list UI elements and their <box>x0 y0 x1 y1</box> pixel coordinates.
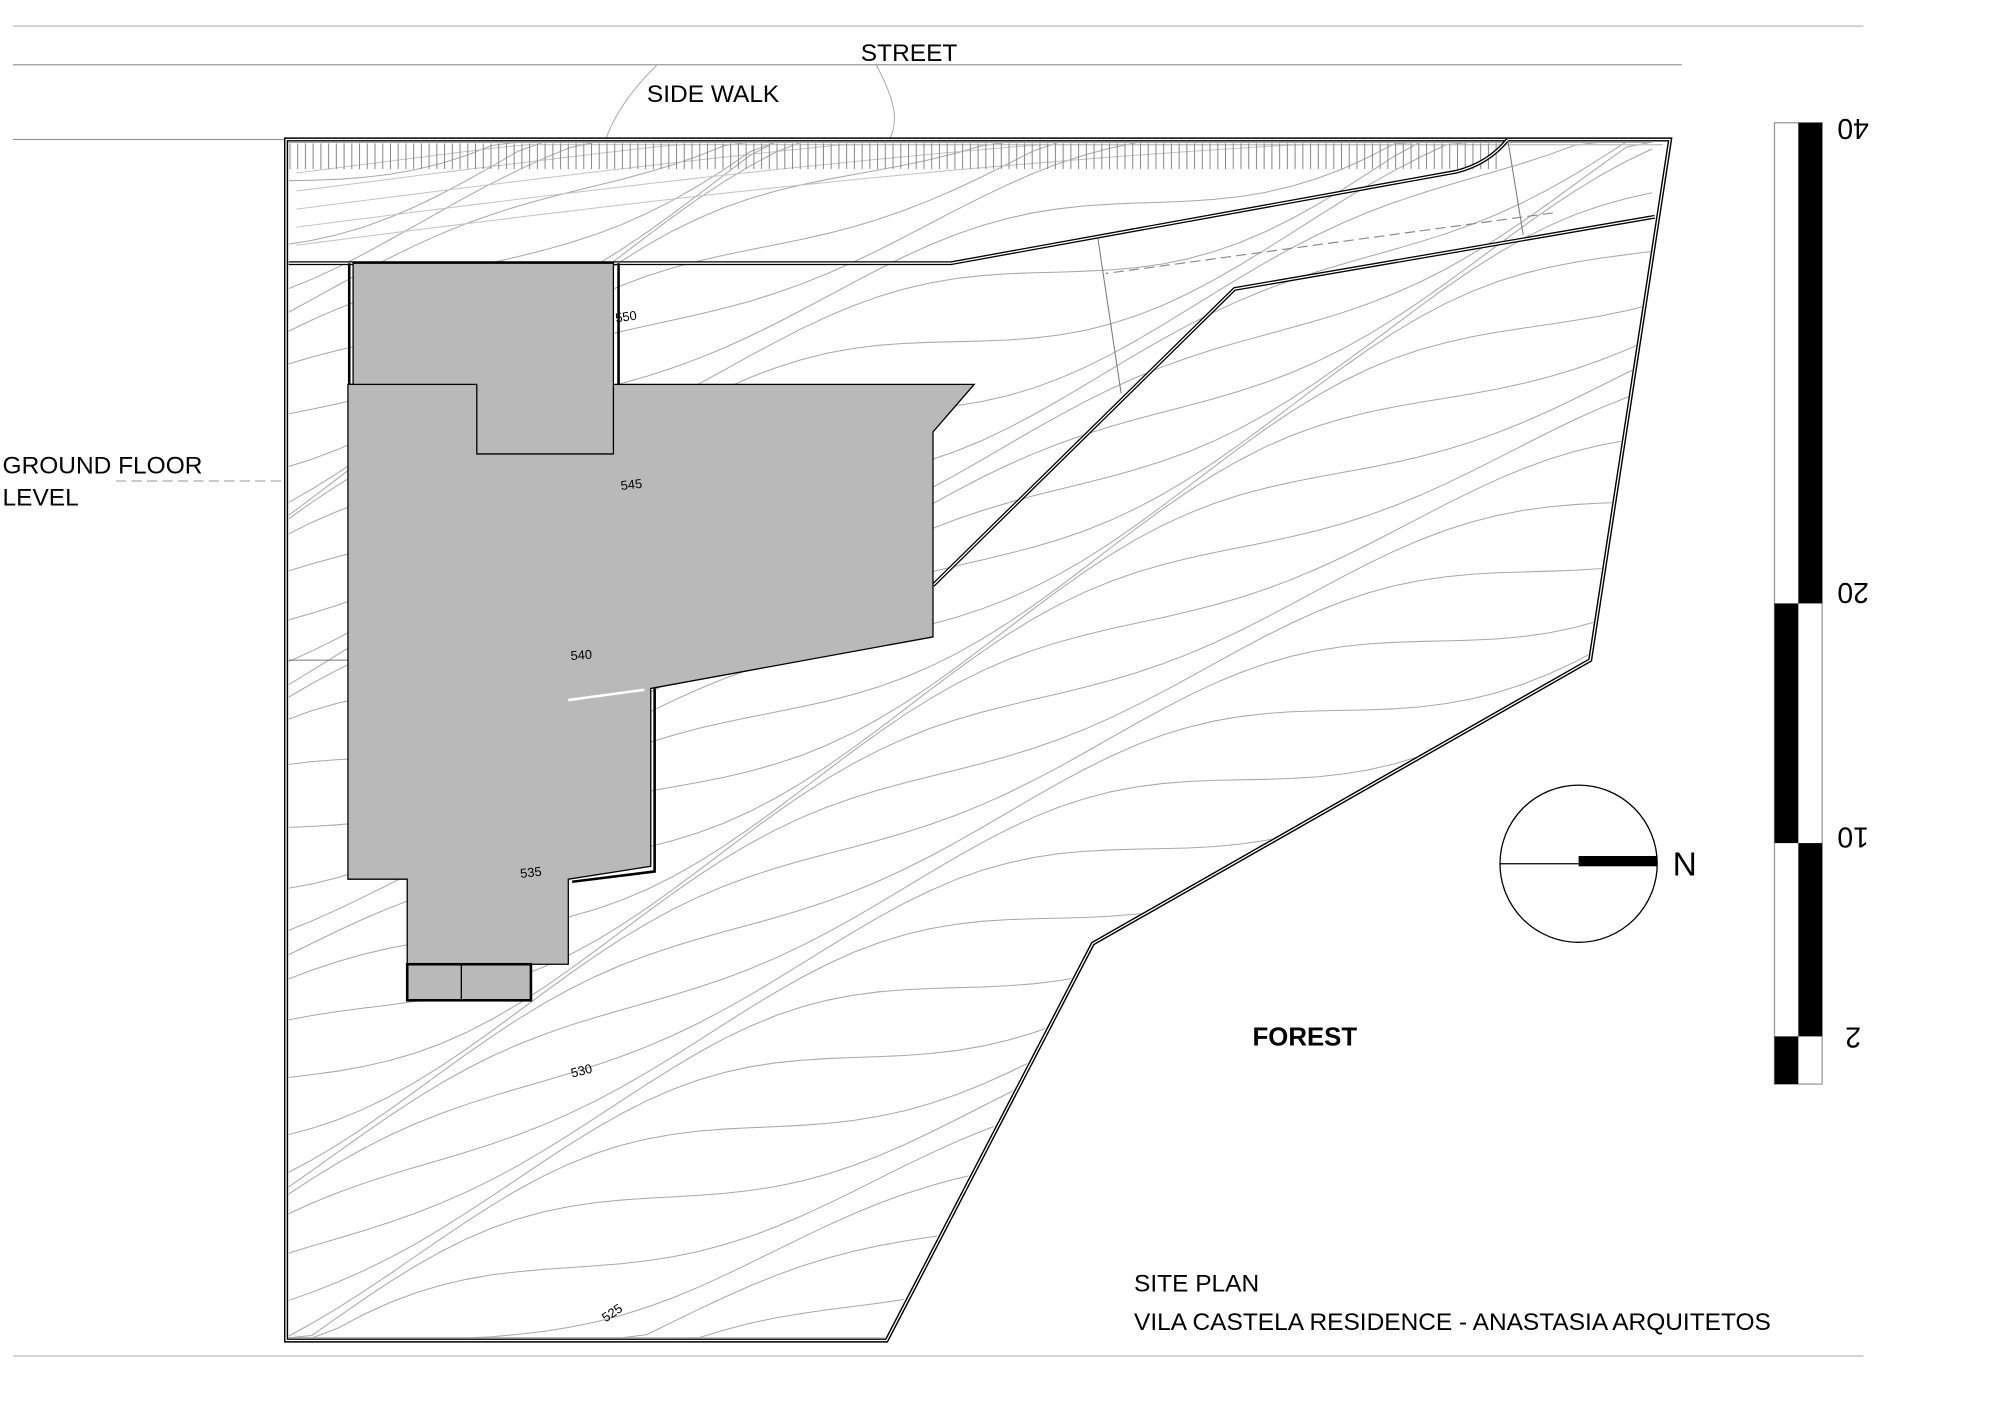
contour-line <box>288 618 1653 1175</box>
elevation-label: 525 <box>599 1301 625 1325</box>
elevation-label: 530 <box>569 1061 593 1081</box>
access-arrow <box>1105 212 1553 275</box>
scale-tick-label: 10 <box>1837 821 1869 853</box>
elevation-label: 550 <box>614 308 637 326</box>
ground-floor-label-2: LEVEL <box>3 484 79 511</box>
terrace <box>405 962 533 1002</box>
contour-line <box>288 142 1653 291</box>
elevation-label: 540 <box>570 647 592 663</box>
contour-line <box>288 142 1653 333</box>
scale-tick-label: 40 <box>1837 112 1869 144</box>
ground-floor-label: GROUND FLOOR <box>3 452 203 479</box>
sidewalk-label: SIDE WALK <box>647 81 780 108</box>
contour-line <box>288 599 1653 1136</box>
forest-label: FOREST <box>1253 1023 1358 1051</box>
drawing-subtitle: VILA CASTELA RESIDENCE - ANASTASIA ARQUI… <box>1134 1309 1771 1336</box>
scale-tick-label: 2 <box>1845 1020 1861 1052</box>
contour-line <box>288 142 1653 182</box>
street-label: STREET <box>861 40 958 67</box>
elevation-label: 545 <box>620 476 643 493</box>
sidewalk-hatch <box>288 143 1500 170</box>
contour-line <box>288 985 1653 1338</box>
scale-bar <box>1773 122 1823 1085</box>
contour-line <box>288 142 1653 315</box>
contour-line <box>288 959 1653 1338</box>
street-curve <box>605 64 896 140</box>
drawing-title: SITE PLAN <box>1134 1271 1259 1298</box>
north-arrow-icon <box>1499 784 1658 943</box>
north-label: N <box>1673 846 1697 883</box>
scale-tick-label: 20 <box>1837 576 1869 608</box>
elevation-label: 535 <box>519 864 542 881</box>
contour-line <box>288 561 1653 1079</box>
building-footprint <box>347 262 976 965</box>
